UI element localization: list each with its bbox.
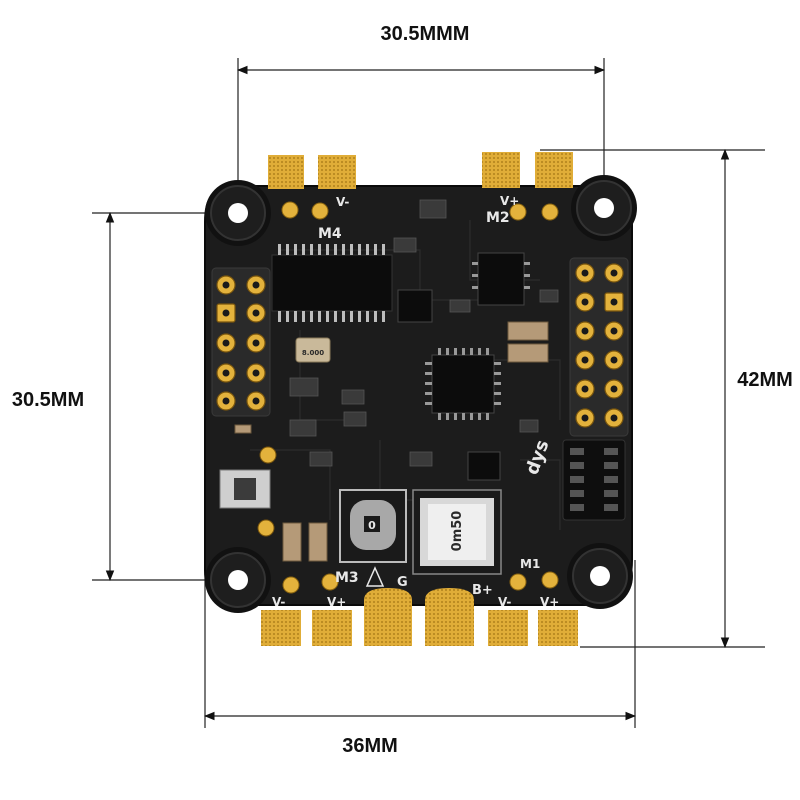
dimension-bottom-label: 36MM: [342, 735, 398, 757]
dimension-top-label: 30.5MMM: [381, 23, 470, 45]
label-b-plus: B+: [472, 583, 493, 598]
pad-m1-signal: [488, 610, 528, 646]
smd-components: [289, 199, 559, 467]
pad-m4-signal: [268, 155, 304, 189]
boot-button: [219, 469, 271, 509]
gyro-chip: [472, 252, 530, 306]
inductor: 0: [339, 489, 407, 563]
label-v-minus-bottom-left: V-: [272, 595, 285, 609]
dimension-left-label: 30.5MM: [12, 389, 84, 411]
pad-battery-positive: [425, 588, 474, 646]
crystal-label: 8.000: [302, 349, 324, 357]
right-connector: [562, 439, 626, 521]
capacitors: [234, 321, 549, 562]
inductor-label: 0: [368, 519, 376, 532]
label-m4: M4: [318, 226, 342, 242]
mount-hole-bottom-left: [205, 547, 271, 613]
dimension-right-label: 42MM: [737, 369, 793, 391]
label-v-plus-bottom-left: V+: [327, 595, 346, 609]
mount-hole-bottom-right: [567, 543, 633, 609]
osd-chip: [271, 244, 393, 322]
top-vias: [281, 201, 559, 221]
pad-m3-ground: [312, 610, 352, 646]
mount-hole-top-left: [205, 180, 271, 246]
dimension-lines: [92, 58, 765, 728]
pad-m3-signal: [261, 610, 301, 646]
label-g: G: [397, 575, 408, 590]
label-m3: M3: [335, 570, 359, 586]
crystal-oscillator: 8.000: [295, 337, 331, 363]
left-side-pads: [257, 446, 277, 537]
bottom-vias: [282, 571, 559, 594]
label-v-plus-bottom-right: V+: [540, 595, 559, 609]
mount-hole-top-right: [571, 175, 637, 241]
mcu-chip: [425, 348, 501, 420]
label-v-minus-top: V-: [336, 195, 349, 209]
right-pin-header: [569, 257, 629, 437]
pad-battery-ground: [364, 588, 412, 646]
current-shunt: 0m50: [412, 489, 502, 575]
left-pin-header: [211, 267, 271, 417]
pad-m2-signal: [482, 152, 520, 188]
arrow-marker: [365, 566, 385, 587]
pad-m1-ground: [538, 610, 578, 646]
bottom-power-pads: [261, 588, 578, 646]
label-v-minus-bottom-right: V-: [498, 595, 511, 609]
shunt-label: 0m50: [450, 511, 465, 552]
top-motor-pads: [268, 152, 573, 189]
label-m2: M2: [486, 210, 510, 226]
small-chip-right: [467, 451, 501, 481]
label-m1: M1: [520, 557, 540, 571]
pad-m2-ground: [535, 152, 573, 188]
label-v-plus-top: V+: [500, 194, 519, 208]
small-chip-center: [397, 289, 433, 323]
mounting-holes: [205, 175, 637, 613]
pad-m4-ground: [318, 155, 356, 189]
